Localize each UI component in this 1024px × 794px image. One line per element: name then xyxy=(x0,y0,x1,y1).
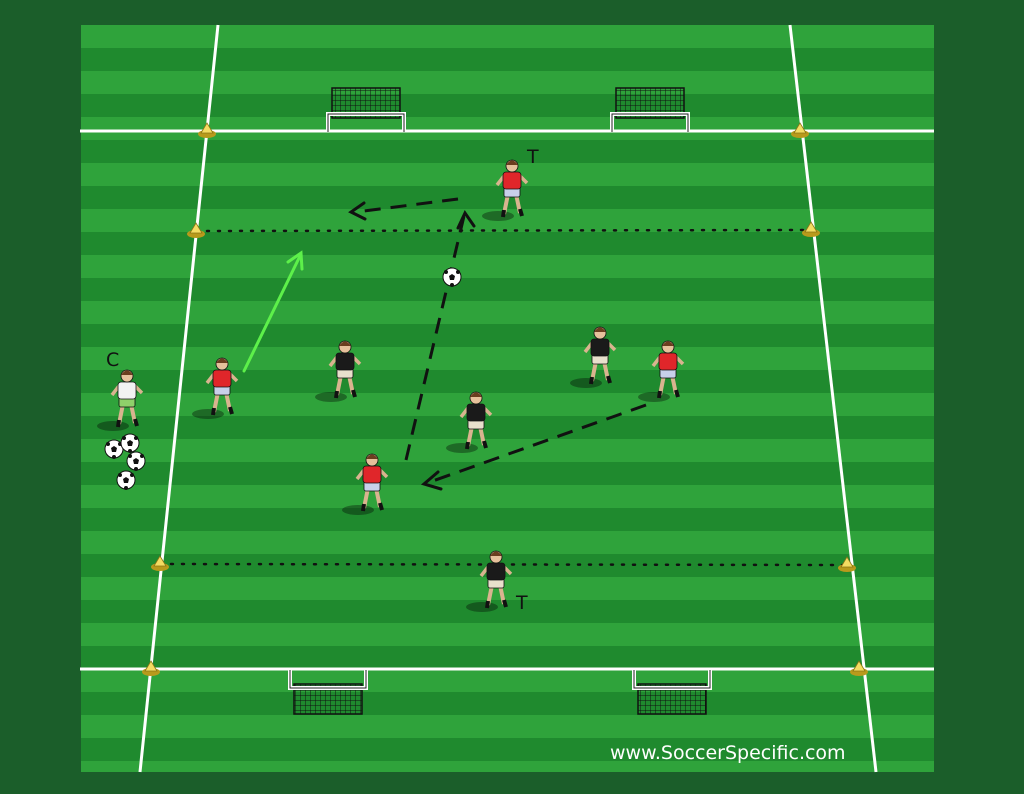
grass-stripe xyxy=(81,94,934,117)
balls xyxy=(104,267,462,490)
target-label-bottom: T xyxy=(515,592,528,614)
run-arrow xyxy=(242,250,304,373)
coach-figure xyxy=(97,369,144,431)
spare-ball xyxy=(104,439,124,459)
spare-ball xyxy=(116,470,136,490)
spare-ball xyxy=(126,451,146,471)
field-lines xyxy=(80,24,934,773)
goal-bottom-right xyxy=(632,670,712,715)
grass-stripe xyxy=(81,48,934,71)
grass-stripe xyxy=(81,370,934,393)
coach-label: C xyxy=(106,349,119,371)
cone xyxy=(198,122,216,138)
grass-stripe xyxy=(81,140,934,163)
cone xyxy=(850,660,868,676)
grass-stripe xyxy=(81,462,934,485)
grass-stripe xyxy=(81,324,934,347)
players xyxy=(97,159,685,612)
cone xyxy=(838,556,856,572)
arrow-head-down-left xyxy=(420,470,443,491)
grass-stripe xyxy=(81,600,934,623)
red-player xyxy=(342,453,389,515)
right-side-line xyxy=(788,24,878,773)
watermark: www.SoccerSpecific.com xyxy=(610,742,846,764)
cone xyxy=(151,555,169,571)
ball-in-play xyxy=(442,267,462,287)
run-arrow-head xyxy=(286,250,304,271)
pass-arrows xyxy=(355,197,647,484)
run-arrow-line xyxy=(242,254,302,373)
cone xyxy=(791,122,809,138)
grass-stripe xyxy=(81,416,934,439)
pass-arrow-back xyxy=(355,197,459,214)
red-player xyxy=(638,340,685,402)
left-side-line xyxy=(138,24,220,773)
cones xyxy=(142,122,868,676)
target-label-top: T xyxy=(526,146,539,168)
grass-stripe xyxy=(81,646,934,669)
goal-top-right xyxy=(610,87,690,132)
goal-bottom-left xyxy=(288,670,368,715)
arrow-head-up xyxy=(456,209,476,230)
red-player xyxy=(192,357,239,419)
black-player xyxy=(446,391,493,453)
black-player-target xyxy=(466,550,513,612)
black-player xyxy=(570,326,617,388)
zone-line-top xyxy=(194,228,814,233)
pass-arrow-forward xyxy=(404,215,466,461)
grass-stripe xyxy=(81,508,934,531)
red-player-target xyxy=(482,159,529,221)
grass-stripe xyxy=(81,278,934,301)
grass-stripe xyxy=(81,692,934,715)
grass-stripe xyxy=(81,738,934,761)
black-player xyxy=(315,340,362,402)
arrow-heads xyxy=(348,201,476,491)
spare-ball xyxy=(120,433,140,453)
cone xyxy=(142,660,160,676)
arrow-head-left xyxy=(348,201,367,221)
goal-top-left xyxy=(326,87,406,132)
cone xyxy=(187,222,205,238)
cone xyxy=(802,221,820,237)
pass-arrow-diagonal xyxy=(429,403,647,484)
grass-stripe xyxy=(81,232,934,255)
grass-stripe xyxy=(81,554,934,577)
goals xyxy=(288,87,712,715)
